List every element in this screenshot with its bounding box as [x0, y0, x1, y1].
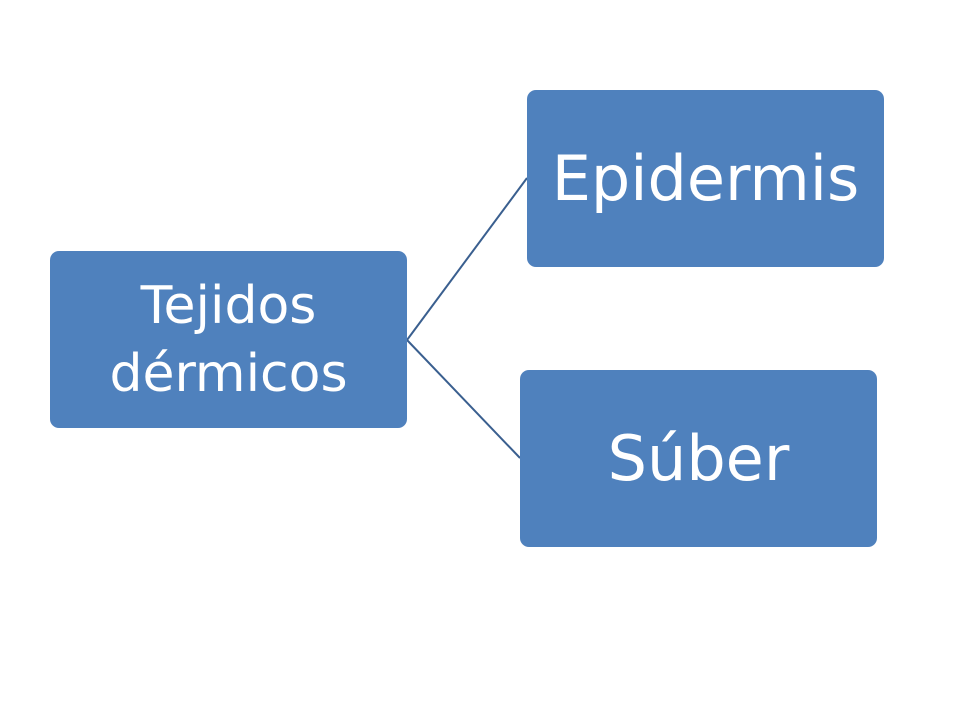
connector-root-to-epidermis	[406, 177, 528, 341]
child-node-suber-label: Súber	[607, 422, 790, 495]
child-node-epidermis-label: Epidermis	[551, 142, 860, 215]
child-node-suber: Súber	[520, 370, 877, 547]
root-node: Tejidos dérmicos	[50, 251, 407, 428]
child-node-epidermis: Epidermis	[527, 90, 884, 267]
connector-root-to-suber	[406, 339, 521, 459]
root-node-label: Tejidos dérmicos	[109, 275, 348, 404]
